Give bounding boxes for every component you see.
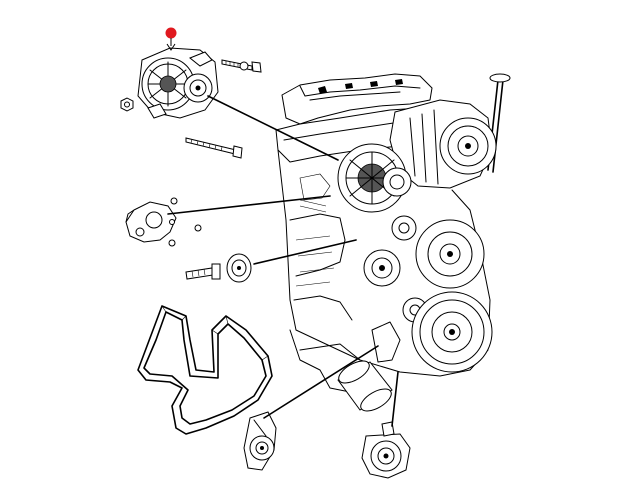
- alternator-nut: [120, 97, 134, 112]
- bracket: [125, 197, 202, 247]
- leader-lines: [167, 95, 399, 427]
- alternator-upper-bolt: [221, 59, 262, 73]
- alternator-installed: [337, 143, 412, 213]
- serpentine-belt: [137, 305, 273, 435]
- water-pump: [415, 219, 485, 289]
- callout-marker: [165, 27, 177, 51]
- idler-pulley: [185, 253, 252, 283]
- engine-assembly: [275, 73, 511, 412]
- belt-tensioner-right: [361, 421, 411, 479]
- alternator-lower-bolt: [185, 137, 243, 159]
- oil-filter: [337, 360, 393, 412]
- alternator-exploded: [137, 47, 219, 119]
- ac-compressor: [389, 99, 497, 189]
- crankshaft-damper: [411, 291, 493, 373]
- belt-tensioner-left: [243, 411, 277, 471]
